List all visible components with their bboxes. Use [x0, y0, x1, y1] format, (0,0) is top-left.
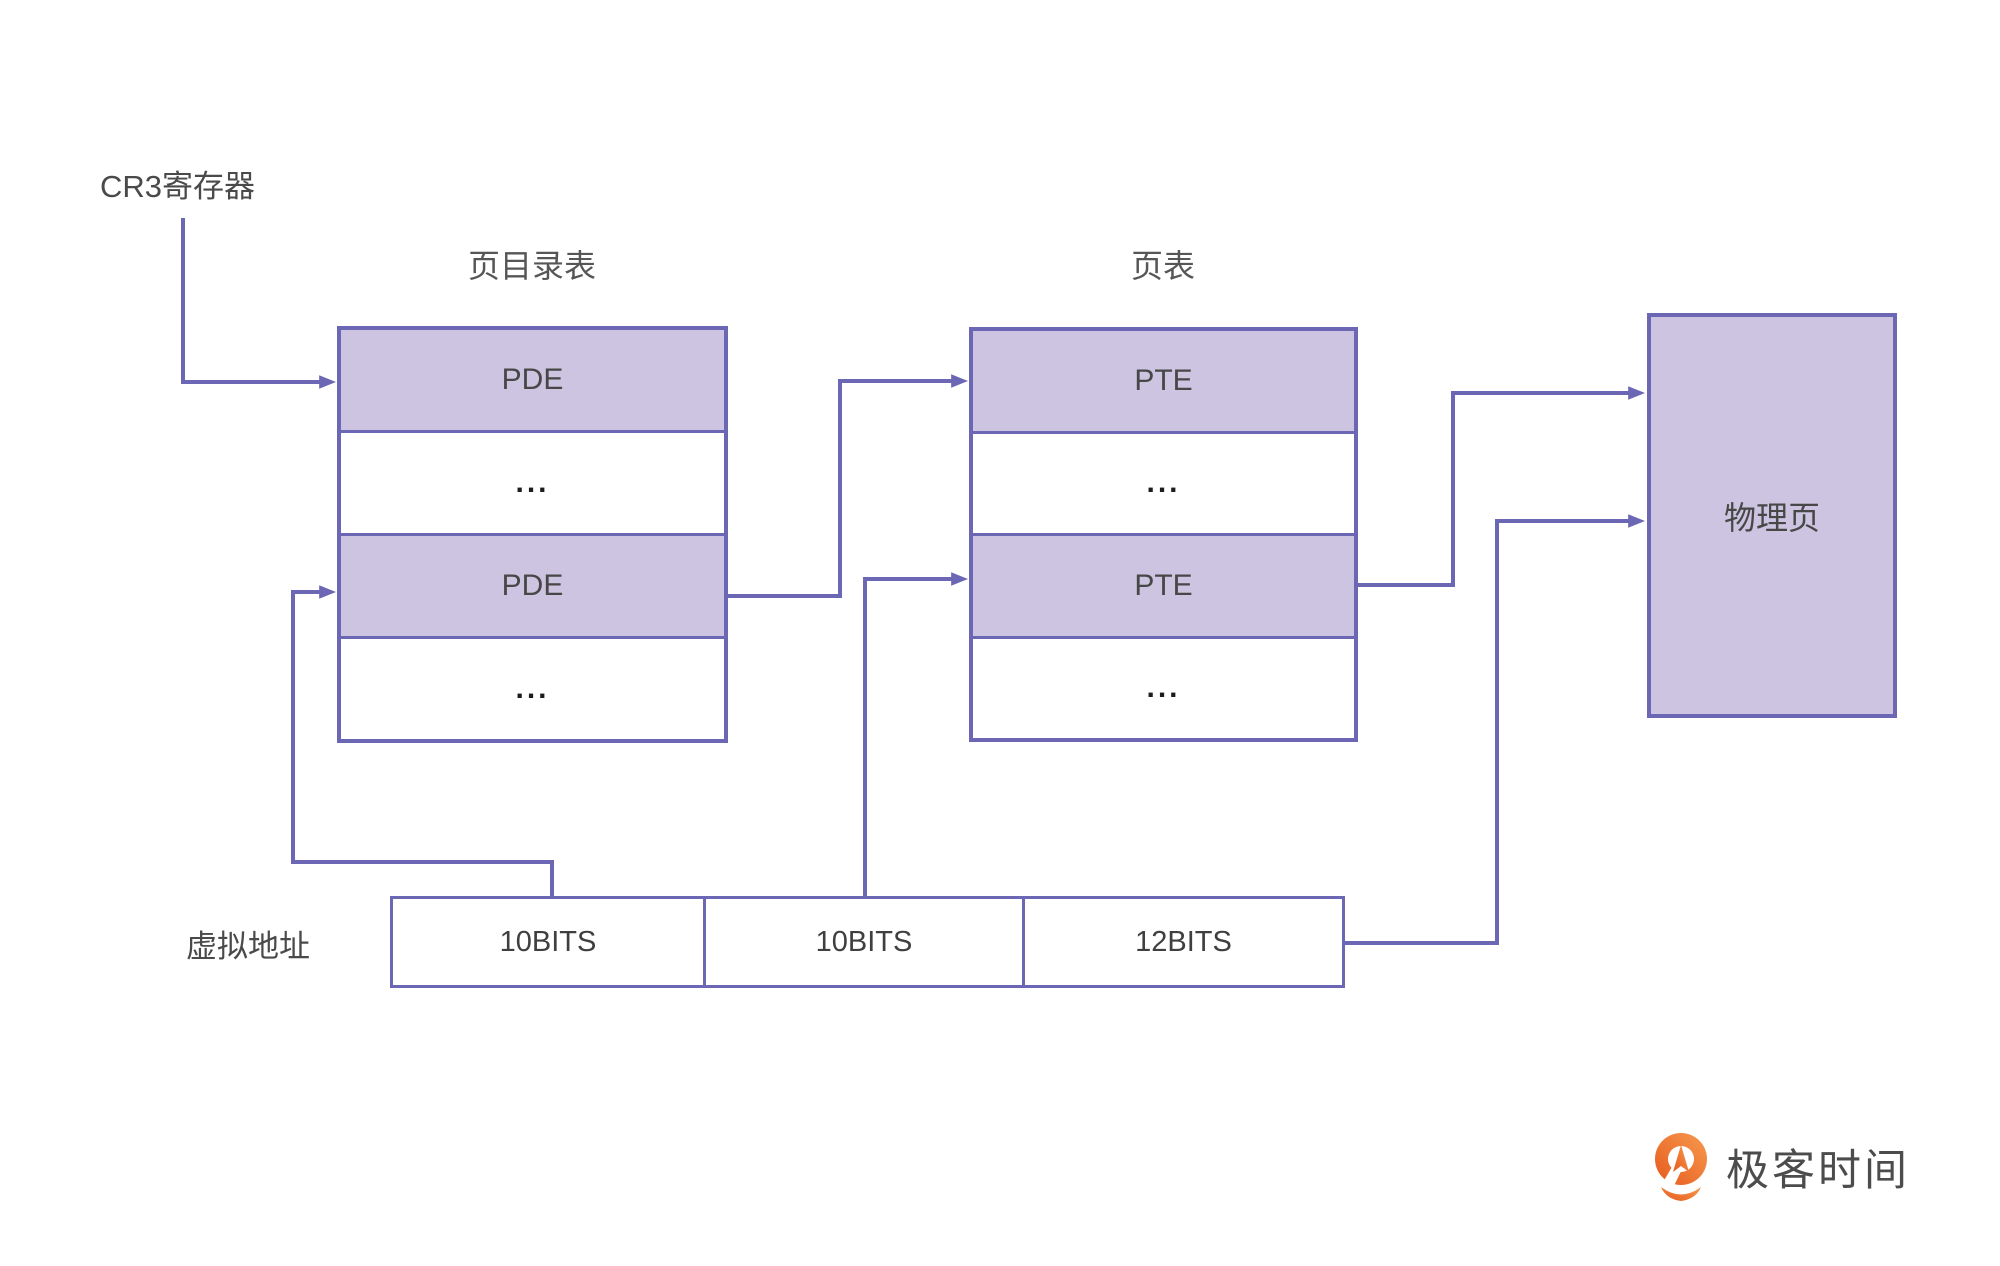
arrow-cr3-to-pde1	[181, 218, 337, 389]
va-field-12bits-offset: 12BITS	[1022, 896, 1345, 988]
geektime-pin-icon	[1655, 1133, 1707, 1201]
ellipsis-row: ...	[341, 430, 724, 533]
page-directory-title: 页目录表	[467, 248, 596, 284]
va-field-10bits-table: 10BITS	[703, 896, 1025, 988]
va-field-10bits-directory: 10BITS	[390, 896, 706, 988]
ellipsis-row: ...	[973, 635, 1354, 738]
geektime-logo-text: 极客时间	[1726, 1147, 1910, 1195]
ellipsis-row: ...	[973, 430, 1354, 533]
pde-entry-row: PDE	[341, 330, 724, 430]
ellipsis-row: ...	[341, 636, 724, 739]
arrow-vabits3-to-physical-page	[1342, 514, 1646, 945]
arrow-vabits1-to-pde2	[291, 585, 554, 897]
physical-page-box: 物理页	[1647, 313, 1897, 718]
arrow-pde2-to-pte1	[727, 374, 969, 598]
virtual-address-boxes: 10BITS 10BITS 12BITS	[390, 896, 1345, 988]
pte-entry-row: PTE	[973, 533, 1354, 636]
page-table-title: 页表	[1130, 248, 1195, 284]
page-directory-table: PDE ... PDE ...	[337, 326, 728, 743]
page-table: PTE ... PTE ...	[969, 327, 1358, 742]
virtual-address-label: 虚拟地址	[186, 929, 310, 964]
pte-entry-row: PTE	[973, 331, 1354, 431]
physical-page-label: 物理页	[1723, 499, 1820, 536]
pde-entry-row: PDE	[341, 533, 724, 636]
arrow-vabits2-to-pte2	[863, 572, 969, 897]
arrow-pte2-to-physical-page	[1357, 386, 1646, 587]
geektime-logo: 极客时间	[1646, 1130, 1910, 1204]
cr3-register-label: CR3寄存器	[100, 169, 256, 204]
